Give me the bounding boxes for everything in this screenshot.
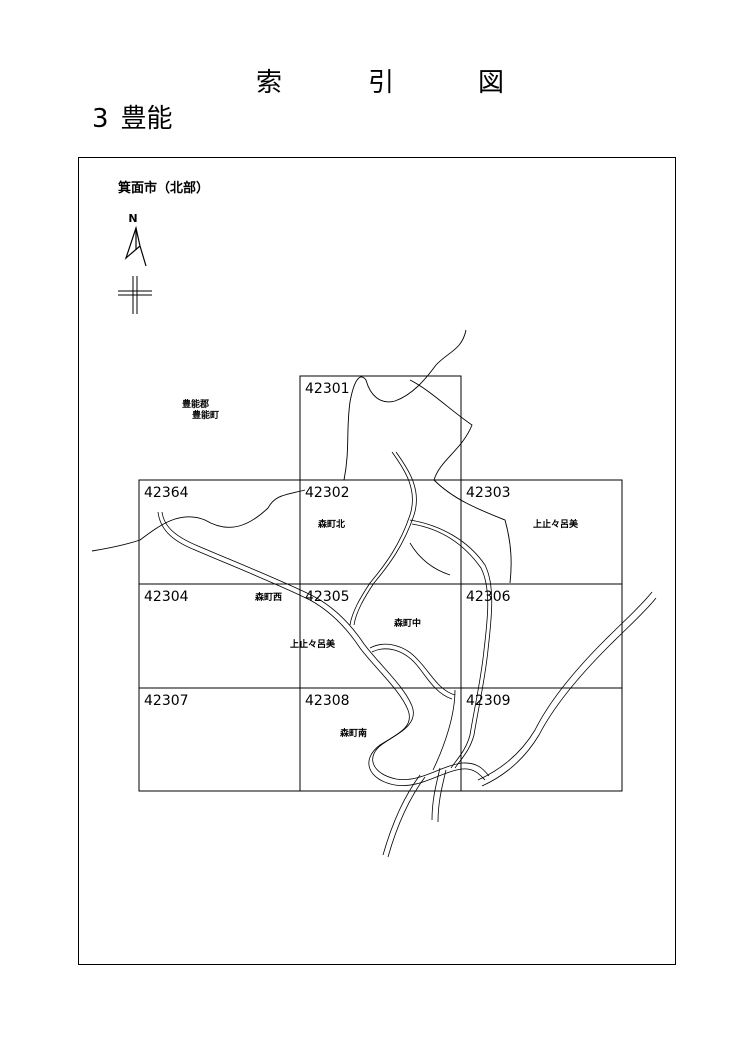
section-heading: 3 豊能 xyxy=(92,98,173,135)
sheet-label-42302: 42302 xyxy=(305,485,350,501)
sheet-label-42308: 42308 xyxy=(305,693,350,709)
place-morimachi-kita: 森町北 xyxy=(318,518,345,530)
sheet-labels: 42301 42364 42302 42303 42304 42305 4230… xyxy=(144,381,511,709)
sheet-cell-42309[interactable] xyxy=(460,687,623,792)
sheet-grid xyxy=(138,375,623,792)
title-char-1: 索 xyxy=(256,68,283,98)
place-labels: 豊能郡 豊能町 森町北 上止々呂美 森町西 森町中 上止々呂美 森町南 xyxy=(182,398,579,739)
map-frame xyxy=(78,157,676,965)
north-arrow-icon: N xyxy=(118,212,152,314)
sheet-label-42307: 42307 xyxy=(144,693,189,709)
sheet-label-42304: 42304 xyxy=(144,589,189,605)
place-kami-todoromi-2: 上止々呂美 xyxy=(290,638,336,650)
title-char-3: 図 xyxy=(478,68,505,98)
north-label: N xyxy=(128,212,137,225)
city-label: 箕面市（北部） xyxy=(118,181,210,196)
place-toyono-cho: 豊能町 xyxy=(192,409,219,421)
river-lines xyxy=(91,329,512,584)
place-morimachi-nishi: 森町西 xyxy=(255,591,282,603)
road-lines xyxy=(157,451,657,858)
section-name: 豊能 xyxy=(120,104,173,134)
sheet-label-42301: 42301 xyxy=(305,381,350,397)
sheet-label-42309: 42309 xyxy=(466,693,511,709)
sheet-label-42305: 42305 xyxy=(305,589,350,605)
sheet-label-42306: 42306 xyxy=(466,589,511,605)
place-morimachi-minami: 森町南 xyxy=(340,727,367,739)
place-morimachi-naka: 森町中 xyxy=(394,617,421,629)
title-char-2: 引 xyxy=(368,68,395,98)
sheet-label-42364: 42364 xyxy=(144,485,189,501)
section-number: 3 xyxy=(92,104,109,134)
place-kami-todoromi-1: 上止々呂美 xyxy=(533,518,579,530)
place-toyono-gun: 豊能郡 xyxy=(182,398,209,410)
sheet-label-42303: 42303 xyxy=(466,485,511,501)
